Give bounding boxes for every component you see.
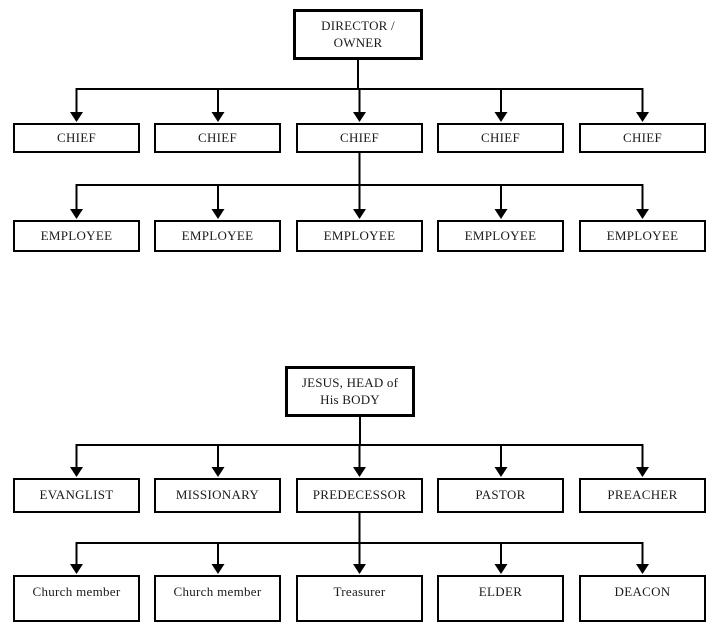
chart2-level1-label-4: PASTOR (475, 487, 526, 503)
chart1-level2-box-4: EMPLOYEE (437, 220, 564, 252)
chart2-level1-label-3: PREDECESSOR (312, 487, 407, 503)
chart1-root-box: DIRECTOR / OWNER (293, 9, 423, 60)
chart1-level1-label-1: CHIEF (56, 129, 97, 145)
chart2-level2-label-2: Church member (173, 584, 262, 599)
chart2-level2-label-4: ELDER (478, 584, 523, 599)
chart2-level1-box-1: EVANGLIST (13, 478, 140, 513)
chart1-level1-label-5: CHIEF (622, 129, 663, 145)
chart2-level2-label-5: DEACON (614, 584, 671, 599)
chart1-level2-box-2: EMPLOYEE (154, 220, 281, 252)
chart1-level1-label-3: CHIEF (339, 129, 380, 145)
chart2-level2-box-2: Church member (154, 575, 281, 622)
chart2-level2-box-5: DEACON (579, 575, 706, 622)
chart1-level2-label-1: EMPLOYEE (40, 227, 113, 243)
chart1-level1-label-4: CHIEF (480, 129, 521, 145)
chart2-level1-label-5: PREACHER (607, 487, 678, 503)
chart2-level2-label-1: Church member (32, 584, 121, 599)
chart2-root-box: JESUS, HEAD of His BODY (285, 366, 415, 417)
chart2-level1-box-5: PREACHER (579, 478, 706, 513)
chart1-level1-box-4: CHIEF (437, 123, 564, 153)
chart1-level1-label-2: CHIEF (197, 129, 238, 145)
chart2-level2-box-1: Church member (13, 575, 140, 622)
chart2-level1-box-3: PREDECESSOR (296, 478, 423, 513)
chart2-level2-label-3: Treasurer (333, 584, 386, 599)
chart2-level1-box-4: PASTOR (437, 478, 564, 513)
chart2-level2-box-3: Treasurer (296, 575, 423, 622)
chart1-level1-box-1: CHIEF (13, 123, 140, 153)
chart2-level1-label-2: MISSIONARY (175, 487, 260, 503)
chart1-level2-box-1: EMPLOYEE (13, 220, 140, 252)
chart1-root-label-line1: DIRECTOR / (321, 17, 395, 33)
chart1-level2-label-2: EMPLOYEE (181, 227, 254, 243)
chart2-root-label-line2: His BODY (320, 391, 380, 407)
chart1-level2-label-4: EMPLOYEE (464, 227, 537, 243)
chart1-level1-box-2: CHIEF (154, 123, 281, 153)
chart2-level1-label-1: EVANGLIST (39, 487, 114, 503)
chart1-level2-label-3: EMPLOYEE (323, 227, 396, 243)
chart2-level1-box-2: MISSIONARY (154, 478, 281, 513)
chart1-level1-box-3: CHIEF (296, 123, 423, 153)
chart1-level2-label-5: EMPLOYEE (606, 227, 679, 243)
chart2-root-label-line1: JESUS, HEAD of (301, 374, 399, 390)
chart1-level1-box-5: CHIEF (579, 123, 706, 153)
chart1-root-label-line2: OWNER (333, 34, 383, 50)
chart2-level2-box-4: ELDER (437, 575, 564, 622)
chart1-level2-box-5: EMPLOYEE (579, 220, 706, 252)
chart1-level2-box-3: EMPLOYEE (296, 220, 423, 252)
